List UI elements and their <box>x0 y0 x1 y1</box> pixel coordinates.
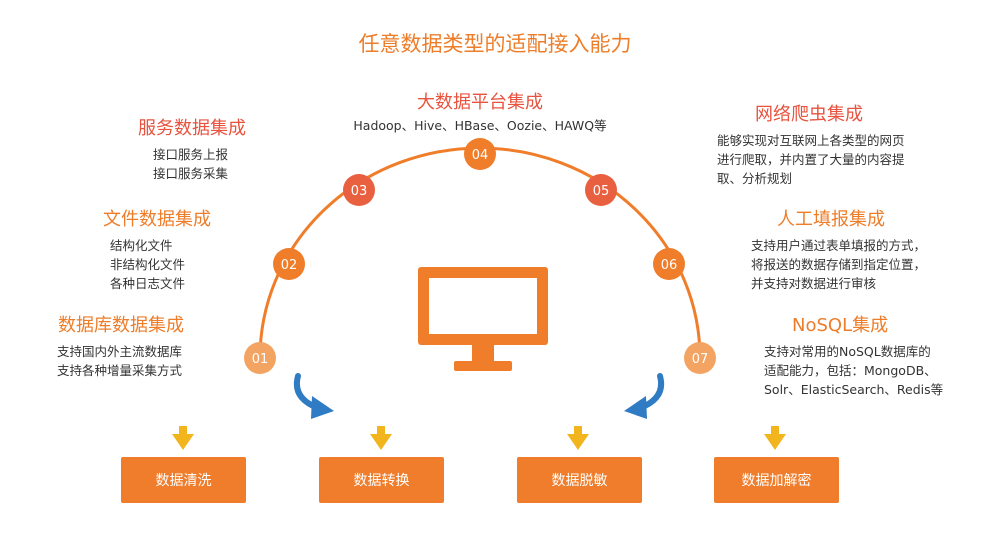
desc-line: 进行爬取，并内置了大量的内容提 <box>717 152 905 167</box>
down-arrow-icon-3 <box>567 426 589 450</box>
section-service-desc: 接口服务上报 接口服务采集 <box>153 145 228 183</box>
node-01: 01 <box>244 342 276 374</box>
section-title: 网络爬虫集成 <box>755 104 863 125</box>
section-database: 数据库数据集成 <box>58 311 184 337</box>
section-service: 服务数据集成 <box>138 114 246 140</box>
node-06: 06 <box>653 248 685 280</box>
right-curved-arrow-icon <box>624 373 664 419</box>
node-02: 02 <box>273 248 305 280</box>
svg-text:02: 02 <box>281 258 298 273</box>
section-title: 大数据平台集成 <box>417 92 543 113</box>
section-database-desc: 支持国内外主流数据库 支持各种增量采集方式 <box>57 342 182 380</box>
section-title: 人工填报集成 <box>777 209 885 230</box>
down-arrow-icon-2 <box>370 426 392 450</box>
down-arrow-icon-4 <box>764 426 786 450</box>
node-03: 03 <box>343 174 375 206</box>
svg-text:06: 06 <box>661 258 678 273</box>
down-arrow-icon-1 <box>172 426 194 450</box>
section-title: 文件数据集成 <box>103 209 211 230</box>
section-file-desc: 结构化文件 非结构化文件 各种日志文件 <box>110 236 185 293</box>
box-data-masking: 数据脱敏 <box>517 457 642 503</box>
box-data-encryption: 数据加解密 <box>714 457 839 503</box>
svg-text:07: 07 <box>692 352 709 367</box>
desc-line: 非结构化文件 <box>110 257 186 272</box>
node-05: 05 <box>585 174 617 206</box>
section-title: 服务数据集成 <box>138 118 246 139</box>
section-desc: Hadoop、Hive、HBase、Oozie、HAWQ等 <box>353 118 607 133</box>
box-data-transform: 数据转换 <box>319 457 444 503</box>
section-nosql: NoSQL集成 <box>792 311 888 337</box>
desc-line: Solr、ElasticSearch、Redis等 <box>764 382 944 397</box>
desc-line: 取、分析规划 <box>717 171 793 186</box>
desc-line: 并支持对数据进行审核 <box>751 276 877 291</box>
desc-line: 能够实现对互联网上各类型的网页 <box>717 133 905 148</box>
left-curved-arrow-icon <box>294 373 334 419</box>
page-title: 任意数据类型的适配接入能力 <box>358 32 632 56</box>
desc-line: 支持国内外主流数据库 <box>57 344 183 359</box>
desc-line: 各种日志文件 <box>110 276 186 291</box>
svg-text:03: 03 <box>351 184 368 199</box>
section-title: 数据库数据集成 <box>58 315 184 336</box>
desc-line: 结构化文件 <box>110 238 173 253</box>
desc-line: 支持用户通过表单填报的方式， <box>751 238 927 253</box>
section-title: NoSQL集成 <box>792 315 889 336</box>
desc-line: 适配能力，包括：MongoDB、 <box>764 363 937 378</box>
node-07: 07 <box>684 342 716 374</box>
section-crawler: 网络爬虫集成 <box>755 100 863 126</box>
desc-line: 接口服务采集 <box>153 166 229 181</box>
desc-line: 接口服务上报 <box>153 147 229 162</box>
svg-text:04: 04 <box>472 148 489 163</box>
section-bigdata: 大数据平台集成 Hadoop、Hive、HBase、Oozie、HAWQ等 <box>330 88 630 135</box>
section-manual: 人工填报集成 <box>777 205 885 231</box>
section-file: 文件数据集成 <box>103 205 211 231</box>
svg-text:05: 05 <box>593 184 610 199</box>
svg-text:01: 01 <box>252 352 269 367</box>
section-manual-desc: 支持用户通过表单填报的方式， 将报送的数据存储到指定位置， 并支持对数据进行审核 <box>751 236 926 293</box>
node-04: 04 <box>464 138 496 170</box>
monitor-icon <box>418 267 548 371</box>
section-crawler-desc: 能够实现对互联网上各类型的网页 进行爬取，并内置了大量的内容提 取、分析规划 <box>717 131 905 188</box>
desc-line: 将报送的数据存储到指定位置， <box>751 257 927 272</box>
box-data-cleaning: 数据清洗 <box>121 457 246 503</box>
desc-line: 支持各种增量采集方式 <box>57 363 183 378</box>
section-nosql-desc: 支持对常用的NoSQL数据库的 适配能力，包括：MongoDB、 Solr、El… <box>764 342 943 399</box>
desc-line: 支持对常用的NoSQL数据库的 <box>764 344 931 359</box>
